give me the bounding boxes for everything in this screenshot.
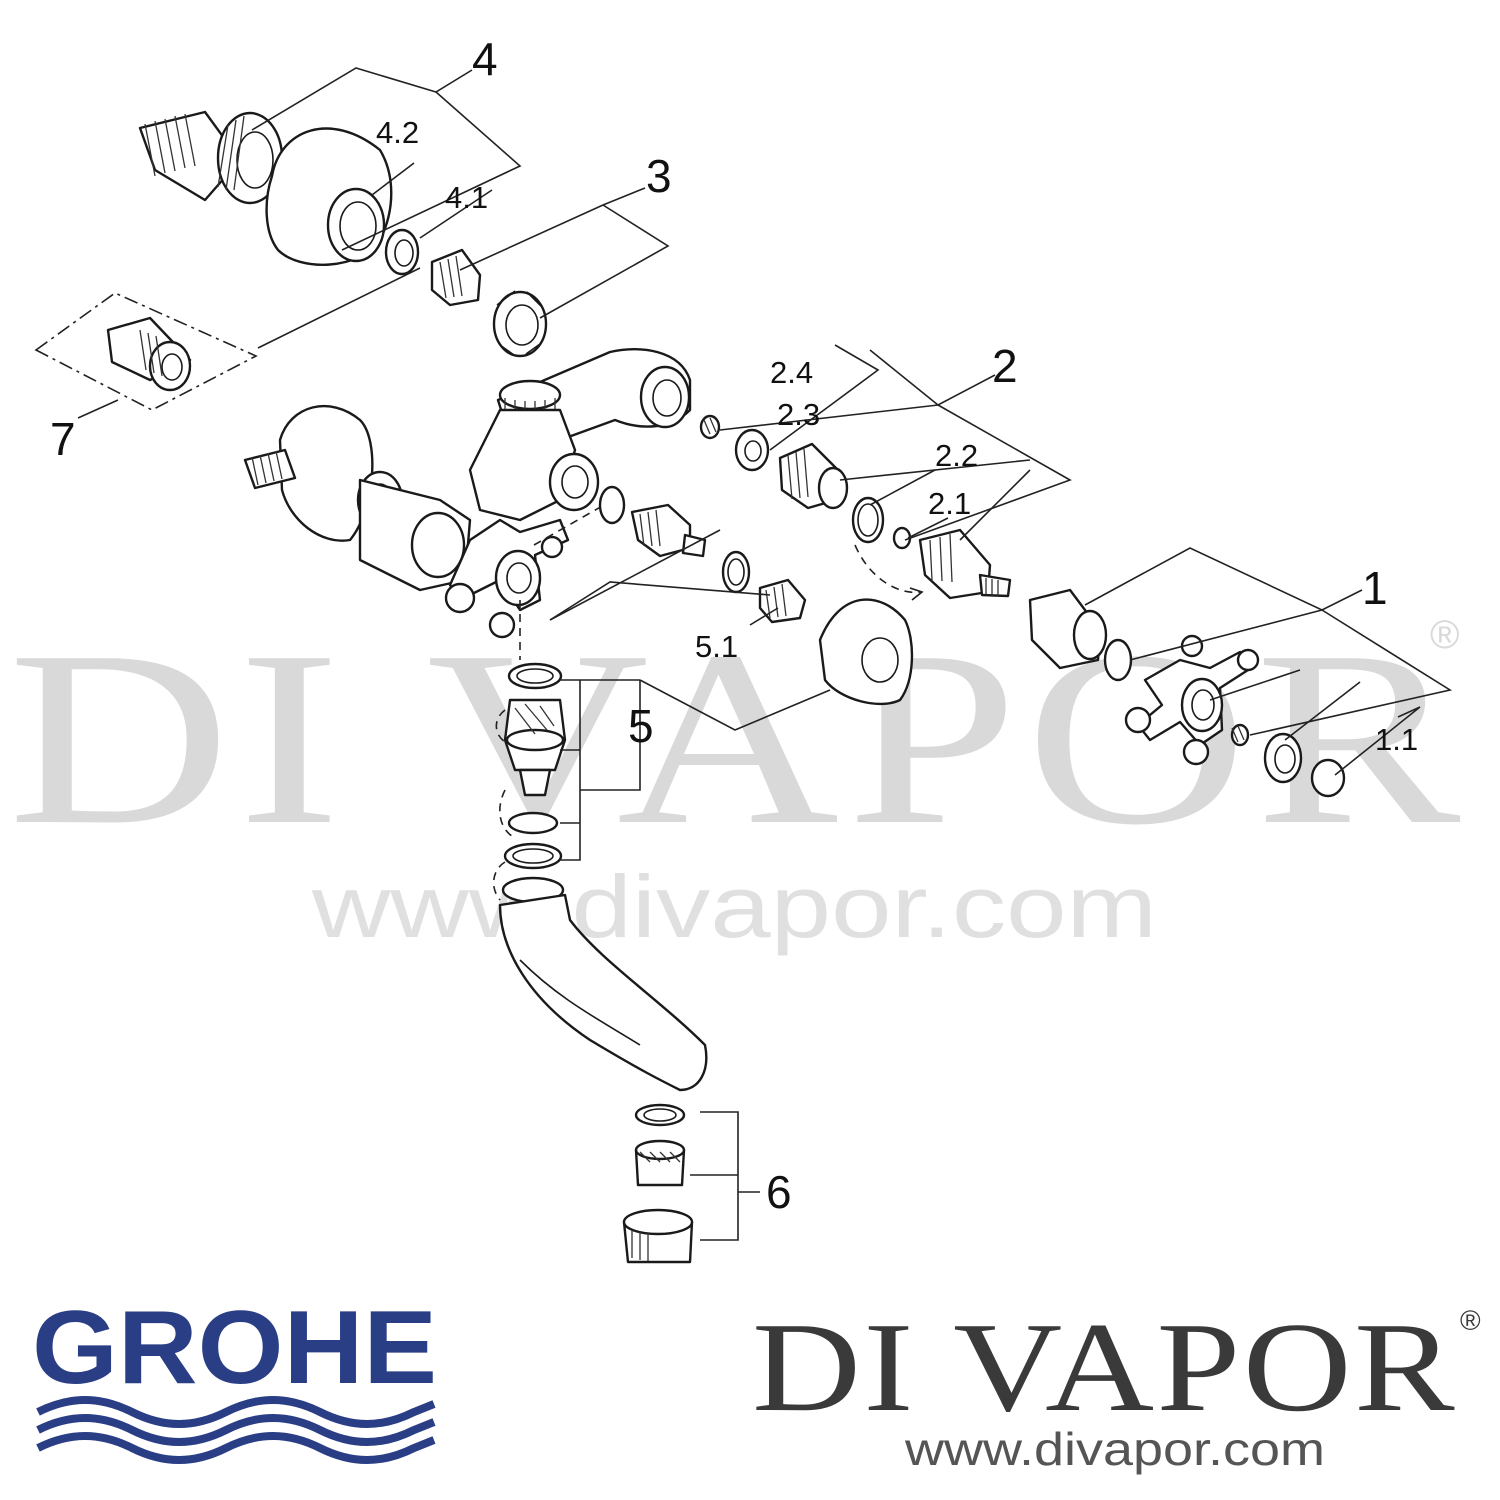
part-3-union-nut <box>430 248 548 358</box>
part-4-2-wall-flange <box>265 127 393 266</box>
callout-7: 7 <box>50 413 76 465</box>
callout-2-1: 2.1 <box>928 486 971 521</box>
grohe-wave-1 <box>36 1396 436 1428</box>
part-2-2-o-ring <box>851 496 885 544</box>
callout-4-1: 4.1 <box>445 180 488 215</box>
callout-2: 2 <box>992 340 1018 392</box>
part-2-headpart-spindle <box>778 442 849 510</box>
spout <box>492 861 708 1092</box>
watermark-text: DI VAPOR <box>8 600 1468 877</box>
watermark-url: www.divapor.com <box>311 857 1157 956</box>
mixer-body <box>243 348 692 639</box>
callout-labels: 4 4.2 4.1 3 7 2.4 2.3 2 2.2 2.1 1 5.1 5 … <box>50 33 1418 1218</box>
callout-1: 1 <box>1362 562 1388 614</box>
part-2-1-seal <box>892 526 912 550</box>
callout-2-3: 2.3 <box>777 397 820 432</box>
part-1-cross-handle <box>1124 634 1260 766</box>
divapor-url: www.divapor.com <box>904 1423 1325 1475</box>
callout-1-1: 1.1 <box>1375 722 1418 757</box>
callout-2-4: 2.4 <box>770 355 813 390</box>
callout-5: 5 <box>628 700 654 752</box>
leader-lines <box>77 67 1453 1241</box>
grohe-logo-text: GROHE <box>32 1290 437 1406</box>
part-5-o-ring-upper <box>598 485 626 525</box>
divapor-registered-mark: ® <box>1460 1305 1481 1336</box>
part-6-aerator <box>622 1103 694 1264</box>
grohe-wave-2 <box>36 1414 436 1446</box>
part-2-4-small-screw <box>699 414 721 440</box>
part-1-screw <box>1230 723 1250 747</box>
part-4-1-washer <box>384 228 420 276</box>
grohe-logo: GROHE <box>32 1290 437 1464</box>
divapor-logo-text: DI VAPOR <box>752 1296 1457 1438</box>
callout-6: 6 <box>766 1166 792 1218</box>
part-5-diverter <box>495 662 567 870</box>
part-5-retaining-clip <box>721 550 751 594</box>
part-2-cartridge <box>918 528 1012 600</box>
callout-3: 3 <box>646 150 672 202</box>
part-5-lever-cover <box>818 598 914 706</box>
callout-4: 4 <box>472 33 498 85</box>
callout-5-1: 5.1 <box>695 629 738 664</box>
watermark-registered-mark: ® <box>1430 613 1459 657</box>
part-1-shroud <box>1028 588 1108 670</box>
callout-2-2: 2.2 <box>935 438 978 473</box>
callout-4-2: 4.2 <box>376 115 419 150</box>
divapor-logo: DI VAPOR ® www.divapor.com <box>752 1296 1481 1475</box>
part-1-1-cap <box>1310 758 1346 798</box>
part-2-3-washer <box>734 428 770 472</box>
part-5-side-cartridge <box>630 503 707 558</box>
part-7-adapter <box>34 292 258 411</box>
grohe-wave-3 <box>36 1432 436 1464</box>
part-1-indicator-ring <box>1263 732 1303 784</box>
watermark: DI VAPOR ® www.divapor.com <box>8 600 1468 956</box>
part-1-o-ring <box>1103 638 1133 682</box>
part-4-eccentric-connector <box>138 110 284 205</box>
